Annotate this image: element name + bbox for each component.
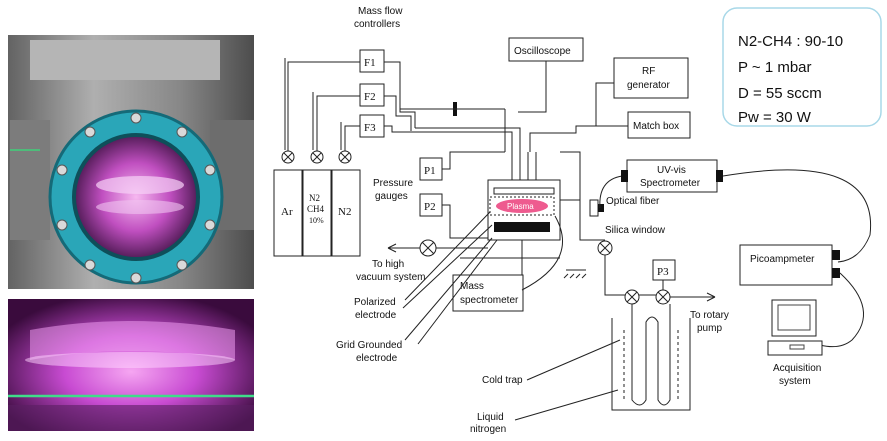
- gas-mix-text: N2-CH4 : 90-10: [738, 33, 843, 50]
- acquisition-label-line2: system: [779, 376, 811, 387]
- plasma-glow-photo: [8, 299, 254, 431]
- rotary-pump-line1: To rotary: [690, 310, 729, 321]
- mfc-f1-label: F1: [364, 57, 376, 69]
- polarized-electrode-line2: electrode: [355, 310, 397, 321]
- mfc-label-line1: Mass flow: [358, 6, 403, 17]
- acquisition-system: Acquisition system: [768, 300, 822, 387]
- rotary-pump-line2: pump: [697, 323, 722, 334]
- flow-text: D = 55 sccm: [738, 85, 822, 102]
- parameters-panel: N2-CH4 : 90-10 P ~ 1 mbar D = 55 sccm Pw…: [723, 8, 881, 126]
- gauge-p3-label: P3: [657, 266, 669, 278]
- power-text: Pw = 30 W: [738, 109, 812, 126]
- rf-generator-box: RF generator: [614, 58, 688, 98]
- reactor-chamber: Plasma: [460, 152, 605, 258]
- match-box-label: Match box: [633, 121, 679, 132]
- cold-trap-label: Cold trap: [482, 375, 523, 386]
- cylinder-mix-ch4-label: CH4: [307, 204, 325, 214]
- mfc-f3-label: F3: [364, 122, 376, 134]
- liquid-nitrogen-line1: Liquid: [477, 412, 504, 423]
- silica-window-label: Silica window: [605, 225, 666, 236]
- high-vacuum-line1: To high: [372, 259, 404, 270]
- pump-line-valve-top: [598, 241, 660, 295]
- uvvis-label-line1: UV-vis: [657, 165, 686, 176]
- chamber-photo: [8, 35, 254, 289]
- oscilloscope-label: Oscilloscope: [514, 46, 571, 57]
- cylinder-mix-n2-label: N2: [309, 193, 320, 203]
- mfc-label-line2: controllers: [354, 19, 400, 30]
- cylinder-ar-label: Ar: [281, 206, 293, 218]
- uvvis-label-line2: Spectrometer: [640, 178, 701, 189]
- plasma-label: Plasma: [507, 202, 534, 211]
- liquid-nitrogen-line2: nitrogen: [470, 424, 506, 435]
- acquisition-label-line1: Acquisition: [773, 363, 821, 374]
- mfc-f2-label: F2: [364, 91, 376, 103]
- mass-spec-line1: Mass: [460, 281, 484, 292]
- pressure-text: P ~ 1 mbar: [738, 59, 812, 76]
- cylinder-n2-label: N2: [338, 206, 351, 218]
- polarized-electrode-line1: Polarized: [354, 297, 396, 308]
- high-vacuum-line2: vacuum system: [356, 272, 425, 283]
- cylinder-valves: [282, 151, 351, 163]
- grid-electrode-line1: Grid Grounded: [336, 340, 402, 351]
- optical-fiber-label: Optical fiber: [606, 196, 660, 207]
- gauge-p2-label: P2: [424, 201, 436, 213]
- rf-label-line1: RF: [642, 66, 655, 77]
- pressure-gauges-line1: Pressure: [373, 178, 413, 189]
- gas-cylinders: Ar N2 CH4 10% N2: [274, 170, 360, 256]
- cold-trap: [612, 304, 690, 410]
- gas-lines: [285, 58, 640, 180]
- mass-flow-controllers: Mass flow controllers F1 F2 F3: [354, 6, 403, 137]
- oscilloscope-box: Oscilloscope: [509, 38, 583, 61]
- rf-label-line2: generator: [627, 80, 670, 91]
- pressure-gauges-line2: gauges: [375, 191, 408, 202]
- pressure-gauges: P1 P2 Pressure gauges: [373, 152, 505, 238]
- ground-symbol: [564, 270, 586, 278]
- picoampmeter-label: Picoampmeter: [750, 254, 815, 265]
- grid-electrode-line2: electrode: [356, 353, 398, 364]
- mass-spec-line2: spectrometer: [460, 295, 519, 306]
- cylinder-mix-pct-label: 10%: [309, 216, 324, 225]
- gauge-p1-label: P1: [424, 165, 436, 177]
- match-box: Match box: [628, 112, 690, 138]
- pump-line-valves: P3 To rotary pump: [625, 260, 729, 334]
